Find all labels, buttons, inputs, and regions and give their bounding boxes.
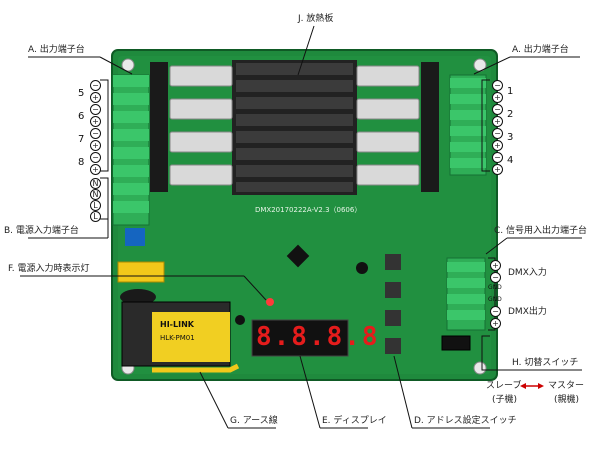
label-ground: G. アース線	[230, 416, 278, 426]
label-display: E. ディスプレイ	[322, 416, 387, 426]
label-slave-sub: (子機)	[492, 395, 518, 405]
left-minus-symbol: −	[90, 128, 101, 139]
right-minus-symbol: −	[492, 128, 503, 139]
signal-terminal-block	[446, 257, 486, 331]
seven-segment-display	[251, 319, 349, 357]
label-dmx-in: DMX入力	[508, 268, 547, 278]
power-symbol-n2: N	[90, 189, 101, 200]
power-symbol-l2: L	[90, 211, 101, 222]
display-digits: 8.8.8.8	[256, 322, 380, 352]
label-heatsink: J. 放熱板	[298, 14, 334, 24]
right-fuse-row	[356, 62, 439, 192]
mode-arrow	[520, 383, 544, 389]
label-gnd-1: GND	[488, 284, 502, 291]
power-module	[121, 301, 231, 367]
mode-switch	[441, 335, 471, 351]
label-output-left: A. 出力端子台	[28, 45, 85, 55]
right-plus-symbol: +	[492, 140, 503, 151]
minus-symbol-2: −	[490, 306, 501, 317]
label-slave: スレーブ	[486, 381, 522, 391]
left-channel-5: 5	[78, 88, 85, 99]
right-minus-symbol: −	[492, 104, 503, 115]
left-plus-symbol: +	[90, 92, 101, 103]
left-minus-symbol: −	[90, 80, 101, 91]
board-model-text: DMX20170222A-V2.3（0606）	[255, 206, 362, 214]
left-plus-symbol: +	[90, 164, 101, 175]
module-brand: HI-LINK	[160, 320, 194, 329]
plus-symbol-1: +	[490, 260, 501, 271]
left-minus-symbol: −	[90, 104, 101, 115]
module-model: HLK-PM01	[160, 334, 195, 342]
right-channel-2: 2	[507, 109, 514, 120]
left-minus-symbol: −	[90, 152, 101, 163]
ground-wire	[152, 363, 240, 373]
label-output-right: A. 出力端子台	[512, 45, 569, 55]
left-channel-6: 6	[78, 111, 85, 122]
right-channel-3: 3	[507, 132, 514, 143]
label-gnd-2: GND	[488, 296, 502, 303]
right-plus-symbol: +	[492, 116, 503, 127]
left-plus-symbol: +	[90, 140, 101, 151]
left-fuse-row	[150, 62, 233, 192]
right-plus-symbol: +	[492, 164, 503, 175]
right-terminal-block	[449, 74, 487, 176]
label-address: D. アドレス設定スイッチ	[414, 416, 517, 426]
right-plus-symbol: +	[492, 92, 503, 103]
label-dmx-out: DMX出力	[508, 307, 547, 317]
label-master: マスター	[548, 381, 585, 391]
label-switch: H. 切替スイッチ	[512, 358, 579, 368]
minus-symbol-1: −	[490, 272, 501, 283]
left-channel-8: 8	[78, 157, 85, 168]
right-channel-4: 4	[507, 155, 514, 166]
left-channel-7: 7	[78, 134, 85, 145]
right-minus-symbol: −	[492, 152, 503, 163]
left-terminal-block	[112, 74, 150, 226]
label-signal-terminal: C. 信号用入出力端子台	[494, 226, 588, 236]
right-channel-1: 1	[507, 86, 514, 97]
power-symbol-l1: L	[90, 200, 101, 211]
label-master-sub: (親機)	[554, 395, 580, 405]
heatsink	[232, 60, 357, 195]
power-led	[266, 298, 274, 306]
plus-symbol-2: +	[490, 318, 501, 329]
power-symbol-n1: N	[90, 178, 101, 189]
callout-lines	[20, 25, 582, 429]
label-power-input: B. 電源入力端子台	[4, 226, 79, 236]
address-switches	[385, 254, 401, 354]
left-plus-symbol: +	[90, 116, 101, 127]
label-power-lamp: F. 電源入力時表示灯	[8, 264, 90, 274]
right-minus-symbol: −	[492, 80, 503, 91]
